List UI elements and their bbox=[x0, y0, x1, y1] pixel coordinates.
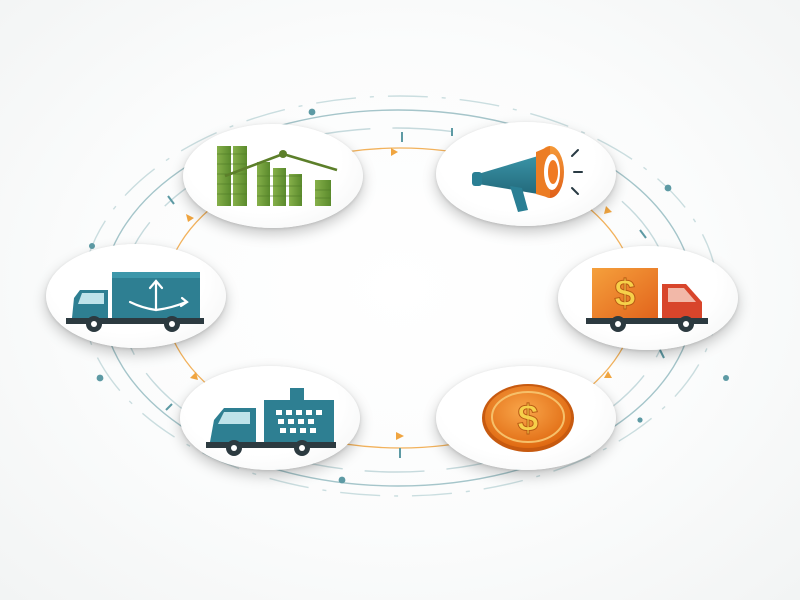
shopping-delivery-node bbox=[180, 366, 360, 470]
dollar-coin-icon: $ bbox=[482, 384, 574, 452]
bar-chart-trend-icon bbox=[217, 146, 338, 206]
svg-text:$: $ bbox=[517, 398, 538, 440]
megaphone-icon bbox=[472, 146, 583, 212]
payment-node: $ bbox=[436, 366, 616, 470]
paid-delivery-node: $ bbox=[558, 246, 738, 350]
marketing-node bbox=[436, 122, 616, 226]
dollar-delivery-truck-icon: $ bbox=[586, 268, 708, 332]
analytics-node bbox=[183, 124, 363, 228]
shopping-cart-truck-icon bbox=[206, 388, 336, 456]
svg-text:$: $ bbox=[614, 273, 635, 315]
distribution-truck-icon bbox=[66, 272, 204, 332]
distribution-node bbox=[46, 244, 226, 348]
